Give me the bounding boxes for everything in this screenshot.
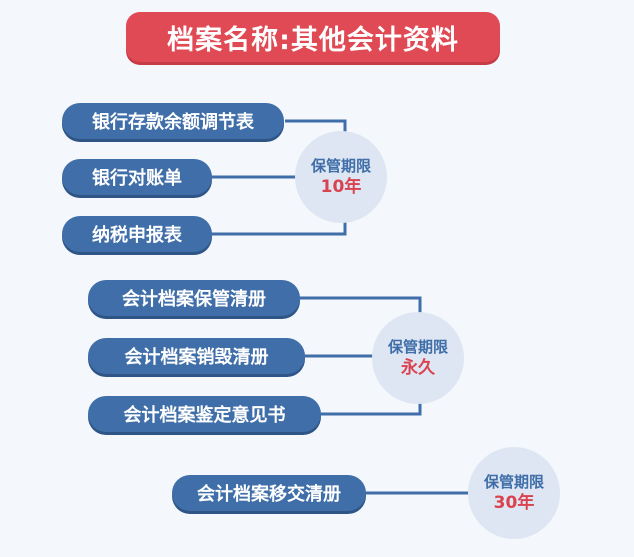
retention-label: 保管期限 [310,157,371,175]
archive-item: 会计档案鉴定意见书 [88,396,321,432]
diagram-title: 档案名称:其他会计资料 [126,12,500,62]
retention-badge: 保管期限 30年 [468,447,560,539]
archive-item: 会计档案移交清册 [172,475,366,511]
archive-item: 银行存款余额调节表 [62,103,284,139]
archive-item: 会计档案保管清册 [88,280,300,316]
archive-item: 纳税申报表 [62,216,212,252]
retention-label: 保管期限 [387,338,448,356]
retention-period: 10年 [320,177,362,197]
retention-badge: 保管期限 永久 [372,312,464,404]
retention-period: 永久 [401,358,435,378]
retention-badge: 保管期限 10年 [295,131,387,223]
retention-label: 保管期限 [483,473,544,491]
retention-period: 30年 [493,493,535,513]
archive-item: 会计档案销毁清册 [88,338,305,374]
archive-item: 银行对账单 [62,159,212,195]
